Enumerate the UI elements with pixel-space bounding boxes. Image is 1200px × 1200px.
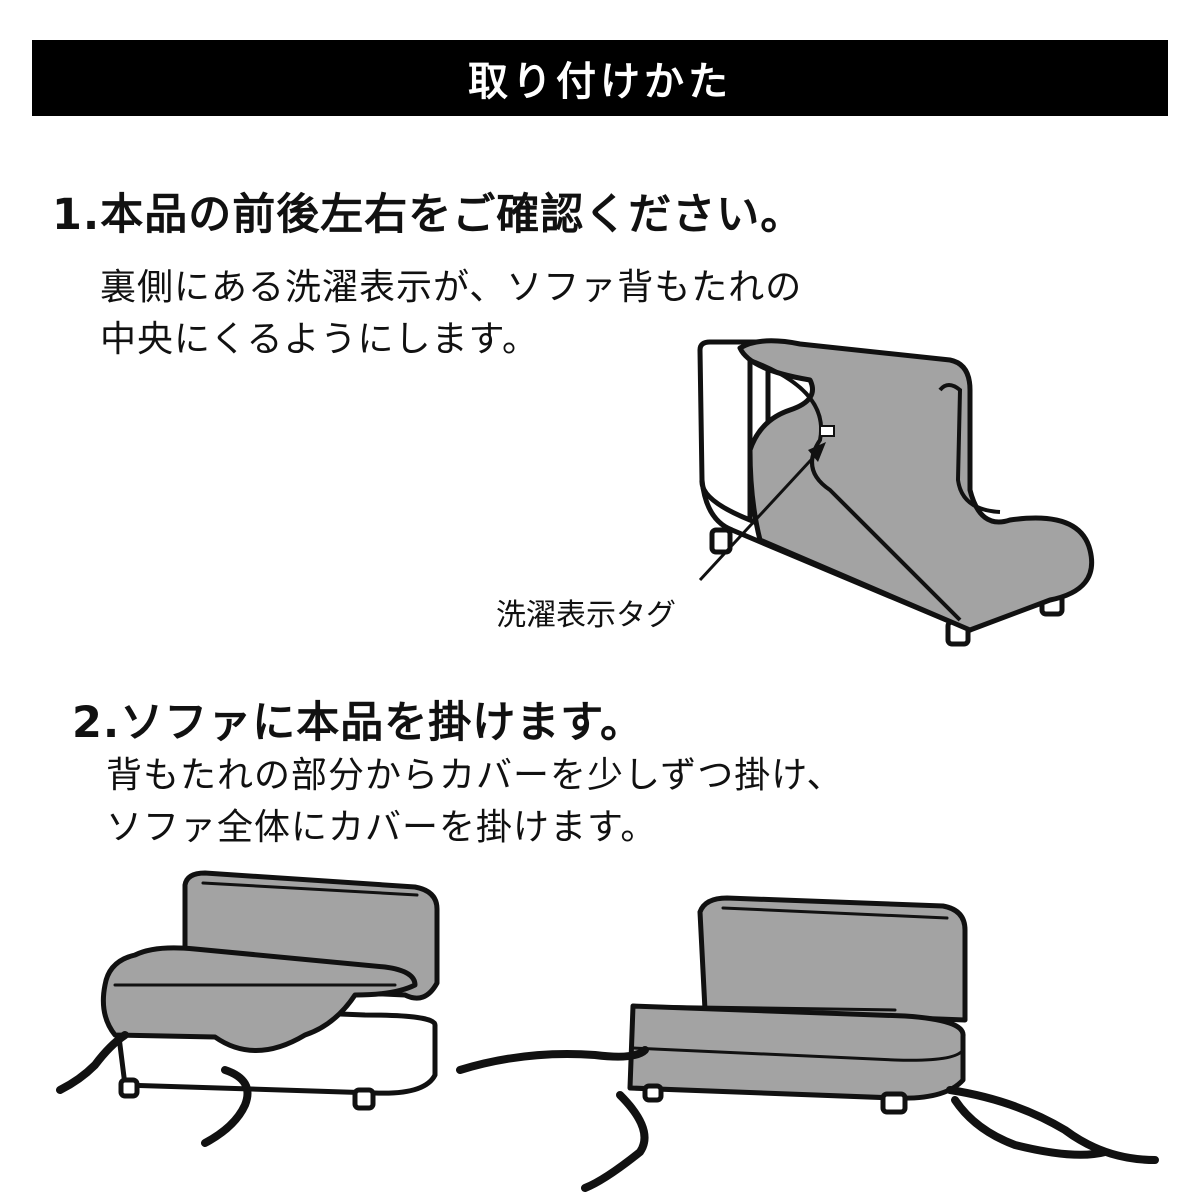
sofa-full-cover-illustration [456, 895, 1159, 1192]
page-title: 取り付けかた [468, 59, 732, 105]
step-1-line-1: 裏側にある洗濯表示が、ソファ背もたれの [100, 267, 803, 308]
arrow-head-icon [808, 442, 826, 462]
step-1-description: 裏側にある洗濯表示が、ソファ背もたれの 中央にくるようにします。 [100, 262, 802, 366]
sofa-partial-cover-illustration [56, 870, 440, 1147]
tag-label: 洗濯表示タグ [496, 598, 676, 633]
step-2-line-1: 背もたれの部分からカバーを少しずつ掛け、 [106, 755, 844, 796]
step-2-description: 背もたれの部分からカバーを少しずつ掛け、 ソファ全体にカバーを掛けます。 [106, 750, 843, 854]
care-tag-icon [819, 425, 835, 437]
header-bar: 取り付けかた [32, 40, 1168, 116]
sofa-side-illustration [697, 338, 1095, 647]
step-1-line-2: 中央にくるようにします。 [100, 319, 539, 360]
step-2-line-2: ソファ全体にカバーを掛けます。 [106, 807, 658, 848]
step-2-title: 2.ソファに本品を掛けます。 [72, 698, 644, 748]
step-1-title: 1.本品の前後左右をご確認ください。 [52, 190, 805, 240]
